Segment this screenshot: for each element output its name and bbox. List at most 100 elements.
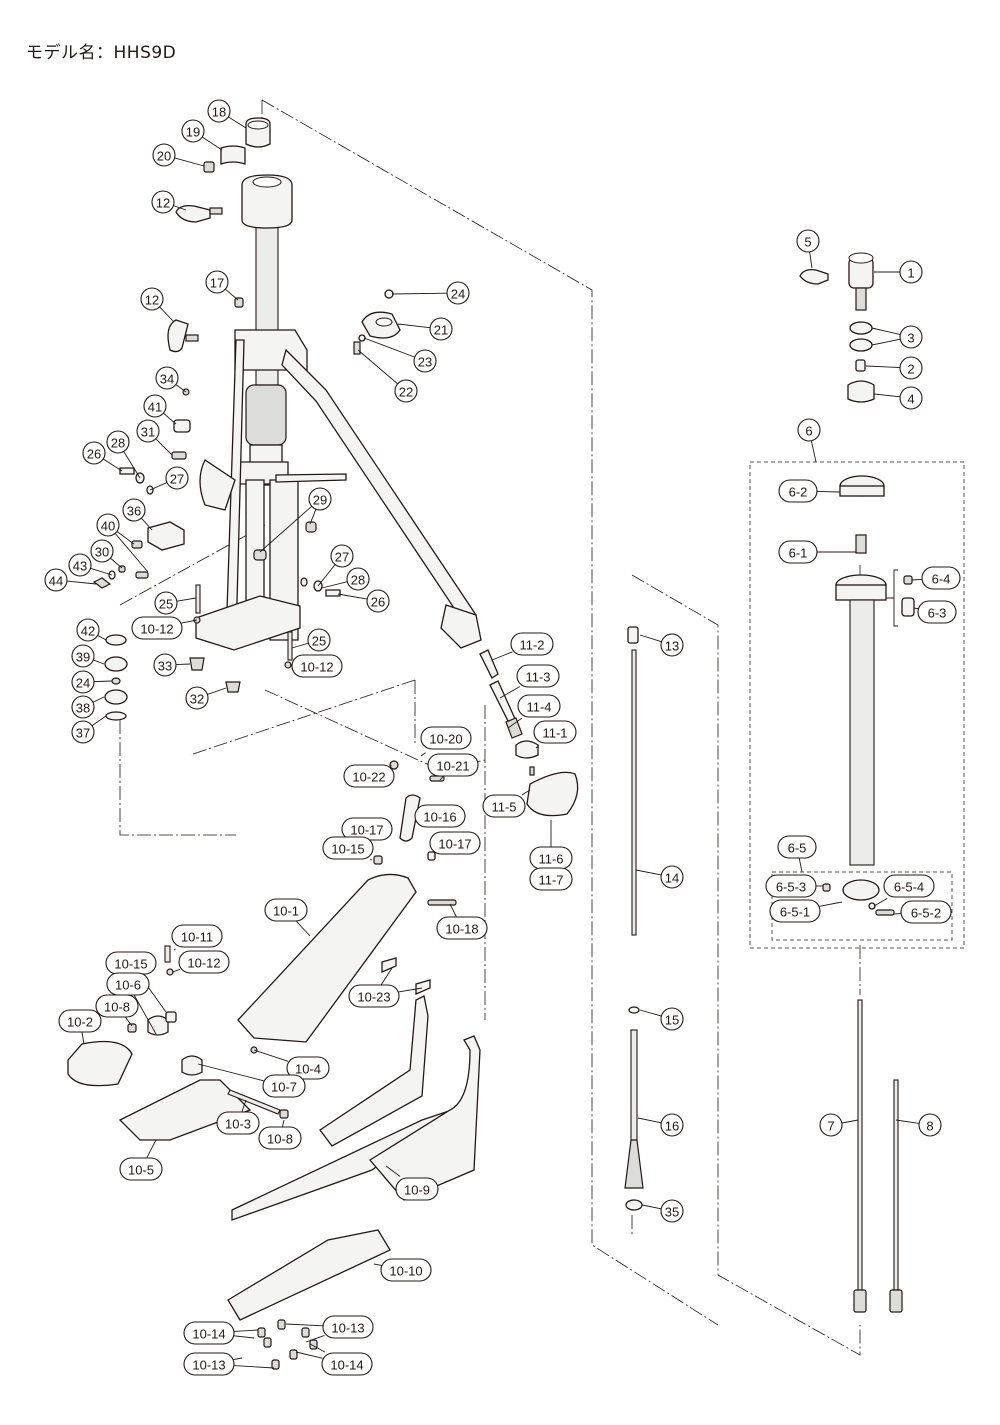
callout-bubble <box>429 317 453 341</box>
leader-line <box>816 491 841 493</box>
callout-37: 37 <box>71 715 107 744</box>
callout-bubble <box>264 898 308 922</box>
callout-30: 30 <box>90 539 123 569</box>
leader-line <box>449 903 458 919</box>
callout-10-16: 10-16 <box>414 804 466 828</box>
callout-bubble <box>899 325 923 349</box>
leader-line <box>637 1117 662 1124</box>
leader-line <box>155 438 173 456</box>
callout-12: 12 <box>151 190 187 214</box>
callout-label: 10-23 <box>357 990 390 1005</box>
callout-26: 26 <box>82 441 123 472</box>
leader-line <box>173 948 176 951</box>
callout-label: 19 <box>186 125 200 140</box>
callout-label: 25 <box>312 634 326 649</box>
leader-line <box>309 1343 326 1353</box>
callout-11-3: 11-3 <box>499 664 560 699</box>
callout-label: 6-2 <box>789 485 808 500</box>
callout-bubble <box>529 867 573 891</box>
leader-line <box>373 1263 382 1266</box>
callout-3: 3 <box>871 325 923 349</box>
callout-2: 2 <box>865 356 923 380</box>
callout-6-5-2: 6-5-2 <box>893 900 952 924</box>
callout-label: 10-15 <box>331 842 364 857</box>
callout-label: 10-13 <box>331 1321 364 1336</box>
heel-parts <box>67 945 289 1141</box>
callout-11-5: 11-5 <box>482 789 531 818</box>
callout-label: 7 <box>827 1119 834 1134</box>
callout-10-3: 10-3 <box>216 1099 260 1135</box>
leader-line <box>175 663 191 666</box>
callout-label: 11-4 <box>526 700 551 715</box>
callout-bubble <box>394 379 418 403</box>
callout-bubble <box>216 1111 260 1135</box>
leader-line <box>159 306 175 323</box>
callout-label: 10-5 <box>128 1163 154 1178</box>
callout-bubble <box>95 994 139 1018</box>
leader-line <box>201 136 223 151</box>
callout-bubble <box>258 1126 302 1150</box>
callout-label: 28 <box>111 436 125 451</box>
callout-6-5-4: 6-5-4 <box>873 874 935 907</box>
callout-bubble <box>71 670 95 694</box>
callout-10-15: 10-15 <box>105 951 167 1013</box>
callout-bubble <box>414 804 466 828</box>
callout-10-8: 10-8 <box>258 1119 302 1150</box>
callout-bubble <box>769 899 821 923</box>
callout-label: 35 <box>665 1205 679 1220</box>
callout-label: 10-9 <box>404 1183 430 1198</box>
leader-line <box>233 1365 275 1369</box>
callout-6-3: 6-3 <box>913 600 957 624</box>
callout-16: 16 <box>637 1113 684 1137</box>
callout-label: 6-5 <box>788 841 807 856</box>
callout-34: 34 <box>155 366 187 393</box>
callout-20: 20 <box>152 143 205 167</box>
callout-label: 6-5-3 <box>776 880 806 895</box>
leader-line <box>281 1119 285 1128</box>
callout-bubble <box>76 618 100 642</box>
callout-bubble <box>899 356 923 380</box>
callout-bubble <box>321 1352 373 1376</box>
callout-bubble <box>171 924 223 948</box>
callout-label: 29 <box>313 493 327 508</box>
callout-bubble <box>380 1258 432 1282</box>
callout-bubble <box>131 616 183 640</box>
callout-10-13: 10-13 <box>183 1352 275 1376</box>
callout-bubble <box>140 287 164 311</box>
callout-10-7: 10-7 <box>197 1063 306 1098</box>
callout-bubble <box>205 270 229 294</box>
callout-bubble <box>322 1315 374 1339</box>
callout-21: 21 <box>397 317 453 341</box>
assembly-box-6 <box>749 461 965 949</box>
callout-bubble <box>778 479 818 503</box>
callout-bubble <box>533 720 577 744</box>
callout-bubble <box>366 589 390 613</box>
callout-label: 43 <box>73 559 87 574</box>
callout-6-1: 6-1 <box>778 540 856 564</box>
leader-line <box>163 412 177 425</box>
leader-line <box>181 619 198 624</box>
callout-label: 3 <box>907 331 914 346</box>
callout-10-6: 10-6 <box>106 972 157 1035</box>
leader-line <box>810 440 817 463</box>
callout-label: 27 <box>170 472 184 487</box>
model-name-title: モデル名：HHS9D <box>26 43 177 63</box>
leader-line <box>123 451 141 479</box>
callout-label: 23 <box>418 355 432 370</box>
callout-label: 1 <box>907 266 914 281</box>
callout-bubble <box>899 386 923 410</box>
callout-label: 14 <box>665 871 679 886</box>
callout-31: 31 <box>136 419 173 456</box>
callout-bubble <box>516 664 560 688</box>
leader-line <box>873 393 901 398</box>
leader-line <box>535 745 540 749</box>
callout-bubble <box>819 1113 843 1137</box>
callout-bubble <box>883 874 935 898</box>
callout-bubble <box>921 566 961 590</box>
callout-bubble <box>797 418 821 442</box>
callout-label: 10-15 <box>114 957 147 972</box>
callout-bubble <box>185 686 209 710</box>
callout-label: 17 <box>210 276 224 291</box>
callout-bubble <box>446 281 470 305</box>
callout-bubble <box>660 1113 684 1137</box>
